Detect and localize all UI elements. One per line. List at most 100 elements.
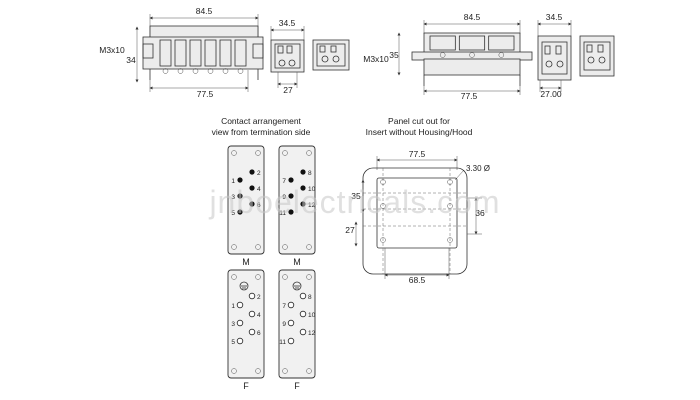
bolt-label: M3x10: [363, 54, 389, 64]
panel-title-line2: Insert without Housing/Hood: [366, 127, 473, 137]
width-dimension: 84.5: [196, 6, 213, 16]
height-dimension: 35: [389, 50, 399, 60]
screw-icon: [469, 52, 475, 58]
contact-pin: [287, 319, 295, 327]
contact-pin: [249, 169, 255, 175]
male-plate-left: 1 2 3 4 5 6: [227, 145, 265, 255]
contact-title-line2: view from termination side: [212, 127, 311, 137]
male-label-right: M: [293, 257, 301, 267]
contact-pin: [300, 201, 306, 207]
side-width-dimension: 34.5: [546, 12, 563, 22]
panel-title-line1: Panel cut out for: [388, 116, 450, 126]
contact-pin-number: 1: [231, 178, 235, 185]
contact-pin-number: 7: [282, 178, 286, 185]
panel-dim-top: 77.5: [409, 149, 426, 159]
bottom-dimension: 77.5: [461, 91, 478, 101]
contact-pin-number: 8: [308, 294, 312, 301]
contact-pin-number: 10: [308, 186, 316, 193]
watermark: jnboelectricals.com: [208, 184, 500, 220]
contact-pin: [237, 209, 243, 215]
contact-pin-number: 1: [231, 303, 235, 310]
contact-pin-number: 7: [282, 303, 286, 310]
contact-pin-number: 6: [257, 330, 261, 337]
male-label-left: M: [242, 257, 250, 267]
contact-pin-number: 3: [231, 194, 235, 201]
screw-icon: [222, 68, 229, 74]
screw-icon: [237, 68, 244, 74]
contact-pin-number: 2: [257, 170, 261, 177]
bolt-label: M3x10: [99, 45, 125, 55]
contact-pin: [249, 201, 255, 207]
contact-pin: [287, 301, 295, 309]
contact-pin-number: 4: [257, 312, 261, 319]
contact-pin: [249, 185, 255, 191]
width-dimension: 84.5: [464, 12, 481, 22]
screw-icon: [162, 68, 169, 74]
contact-pin: [288, 177, 294, 183]
contact-pin-number: 10: [308, 312, 316, 319]
contact-pin: [299, 328, 307, 336]
contact-pin: [300, 169, 306, 175]
screw-icon: [177, 68, 184, 74]
panel-dim-hole: 3.30 Ø: [466, 164, 490, 173]
contact-pin: [237, 177, 243, 183]
screw-icon: [498, 52, 505, 58]
contact-pin: [299, 310, 307, 318]
contact-pin: [248, 310, 256, 318]
screw-icon: [439, 52, 446, 58]
contact-pin: [236, 319, 244, 327]
side-bottom-dimension: 27: [283, 85, 293, 95]
contact-pin: [288, 193, 294, 199]
screw-icon: [192, 68, 199, 74]
contact-pin: [248, 328, 256, 336]
top-right-front-view: 84.5 M3x10 35 77.5: [363, 12, 533, 101]
contact-pin-number: 9: [282, 321, 286, 328]
contact-pin: [237, 193, 243, 199]
insert-bay: [429, 35, 456, 51]
panel-dim-left-27: 27: [345, 225, 355, 235]
panel-dim-right-36: 36: [475, 208, 485, 218]
insert-bay: [488, 35, 515, 51]
contact-pin-number: 5: [231, 339, 235, 346]
side-bottom-dimension: 27.00: [540, 89, 562, 99]
contact-pin-number: 2: [257, 294, 261, 301]
contact-pin-number: 12: [308, 202, 316, 209]
insert-bay: [204, 39, 217, 67]
contact-pin-number: 9: [282, 194, 286, 201]
contact-pin: [236, 301, 244, 309]
bottom-dimension: 77.5: [197, 89, 214, 99]
contact-arrangement-section: Contact arrangement view from terminatio…: [212, 116, 316, 391]
female-label-right: F: [294, 381, 300, 391]
height-dimension: 34: [126, 55, 136, 65]
side-width-dimension: 34.5: [279, 18, 296, 28]
contact-pin: [236, 337, 244, 345]
insert-bay: [189, 39, 202, 67]
male-plate-right: 7 8 9 10 11 12: [278, 145, 316, 255]
contact-pin-number: 5: [231, 210, 235, 217]
panel-cutout-section: Panel cut out for Insert without Housing…: [345, 116, 490, 285]
contact-pin-number: 12: [308, 330, 316, 337]
female-label-left: F: [243, 381, 249, 391]
contact-pin: [300, 185, 306, 191]
contact-pin: [288, 209, 294, 215]
contact-pin: [299, 292, 307, 300]
contact-pin-number: 4: [257, 186, 261, 193]
contact-pin-number: 6: [257, 202, 261, 209]
contact-title-line1: Contact arrangement: [221, 116, 301, 126]
contact-pin: [287, 337, 295, 345]
insert-bay: [159, 39, 172, 67]
insert-bay: [458, 35, 486, 51]
mounting-hole: [380, 179, 453, 243]
insert-bay: [174, 39, 187, 67]
contact-pin-number: 11: [279, 210, 286, 217]
ground-icon: [239, 281, 249, 291]
ground-icon: [292, 281, 302, 291]
contact-pin-number: 8: [308, 170, 312, 177]
panel-dim-bottom: 68.5: [409, 275, 426, 285]
top-right-side-view: 34.5 27.00: [537, 12, 615, 99]
panel-dim-left-35: 35: [351, 191, 361, 201]
screw-icon: [207, 68, 214, 74]
